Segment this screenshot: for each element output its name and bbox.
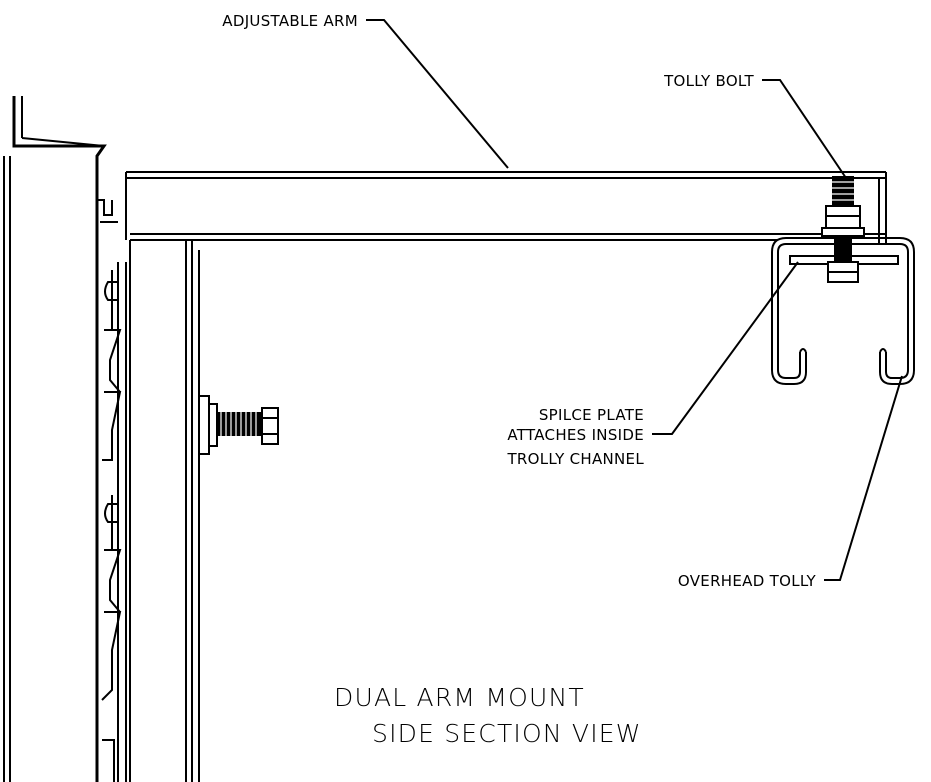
leader-tolly-bolt <box>762 79 847 179</box>
title-line2: SIDE SECTION VIEW <box>372 719 642 748</box>
left-enclosure <box>3 96 118 782</box>
label-splice-line3: TROLLY CHANNEL <box>506 450 644 468</box>
hook-middle <box>101 495 122 701</box>
adjustable-arm-beam <box>125 171 887 244</box>
leader-overhead-tolly <box>824 375 903 581</box>
slot-bracket-rail <box>101 262 127 782</box>
vertical-post <box>129 240 200 782</box>
label-overhead-tolly: OVERHEAD TOLLY <box>678 572 817 590</box>
leader-adjustable-arm <box>366 19 509 169</box>
leader-splice-plate <box>652 261 799 435</box>
side-bolt-assembly <box>198 395 279 455</box>
tolly-bolt <box>821 176 865 283</box>
leader-lines <box>366 19 903 581</box>
view-title: DUAL ARM MOUNT SIDE SECTION VIEW <box>334 683 642 748</box>
label-tolly-bolt: TOLLY BOLT <box>663 72 754 90</box>
title-line1: DUAL ARM MOUNT <box>334 683 585 712</box>
label-adjustable-arm: ADJUSTABLE ARM <box>222 12 358 30</box>
callouts: ADJUSTABLE ARM TOLLY BOLT SPILCE PLATE A… <box>222 12 816 590</box>
label-splice-line1: SPILCE PLATE <box>539 406 644 424</box>
hook-upper <box>102 270 122 461</box>
label-splice-line2: ATTACHES INSIDE <box>507 426 644 444</box>
